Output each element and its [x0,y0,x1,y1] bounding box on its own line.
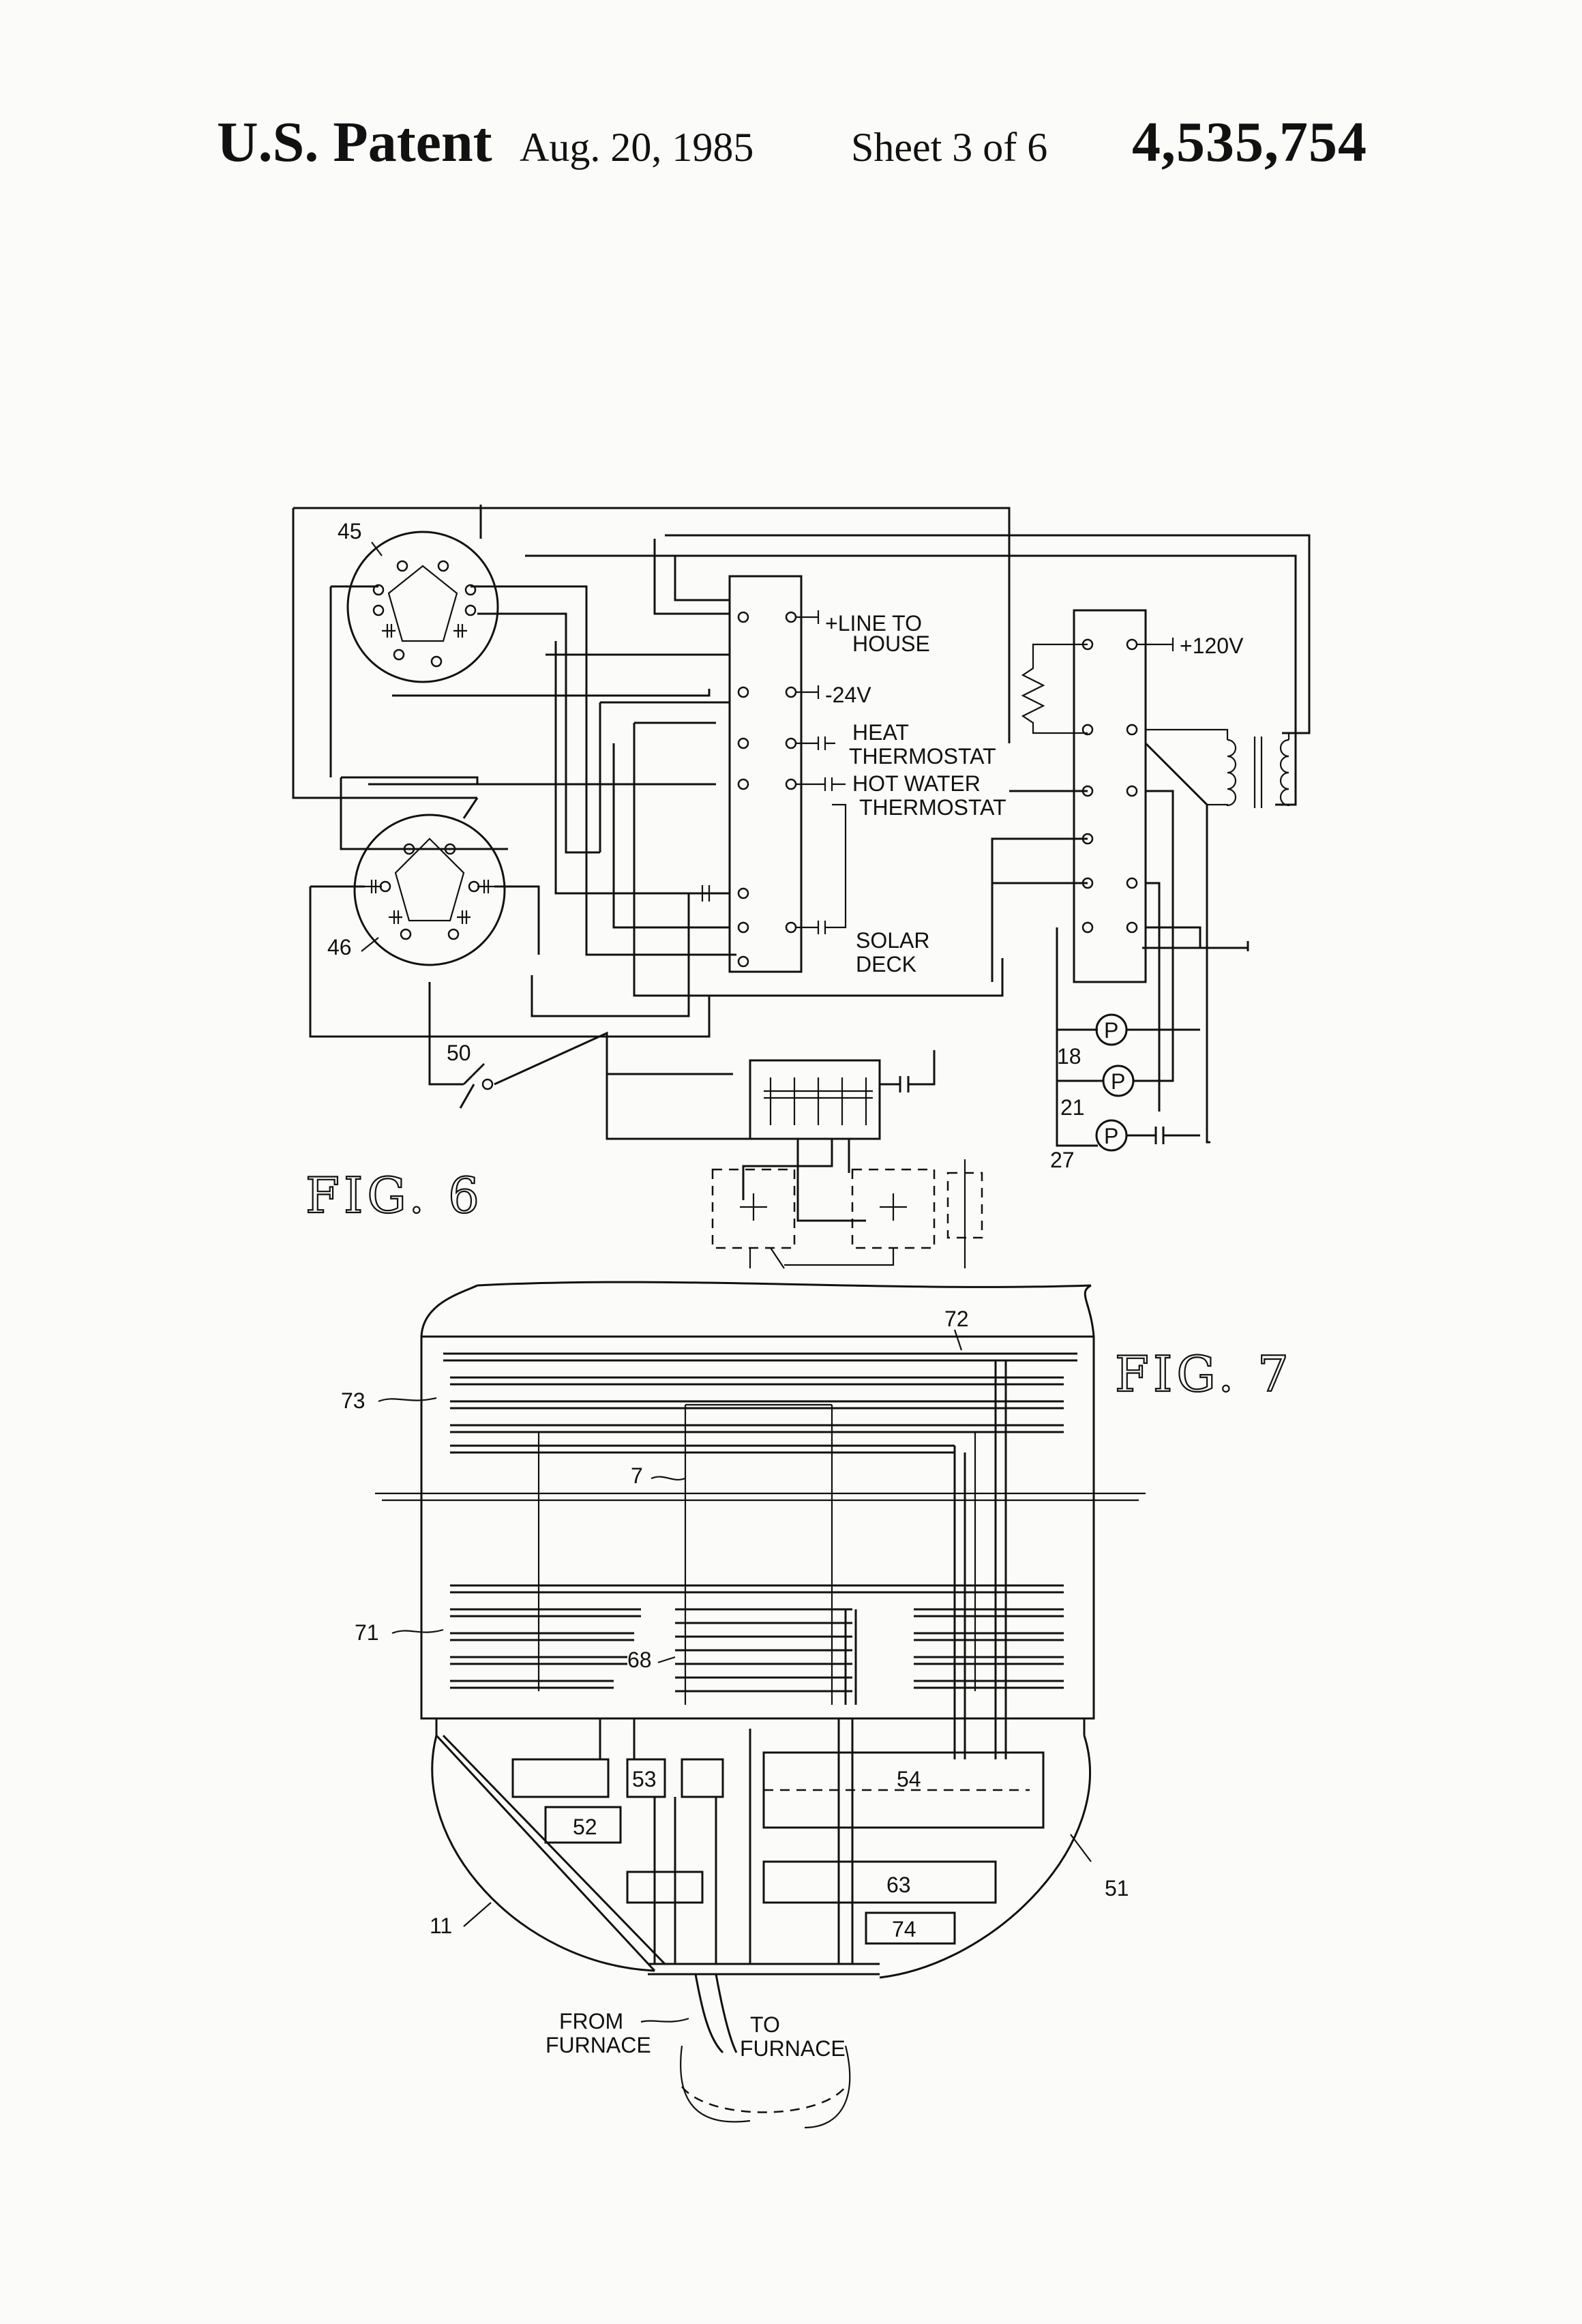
ref-74: 74 [892,1917,916,1941]
component-63 [764,1862,996,1903]
fig6-title: FIG. 6 [305,1167,483,1224]
ref-50: 50 [447,1041,471,1065]
label-24v: -24V [825,683,871,707]
ref-51: 51 [1105,1876,1129,1901]
ref-18: 18 [1057,1044,1081,1069]
label-to-furnace-2: FURNACE [740,2036,846,2061]
ref-46: 46 [327,935,352,959]
pump-18: P 18 [1057,1015,1200,1069]
ref-11: 11 [430,1913,452,1938]
ref-21: 21 [1060,1095,1085,1120]
ref-71: 71 [355,1620,379,1645]
relay-bank [750,1060,880,1139]
ref-45: 45 [338,519,362,543]
ref-7: 7 [631,1463,643,1488]
svg-text:P: P [1111,1069,1125,1094]
terminal-board-main [730,576,801,972]
label-line-to-house-2: HOUSE [852,631,930,656]
relay-46 [355,815,505,965]
fig7-title: FIG. 7 [1115,1345,1293,1403]
label-heat-1: HEAT [852,720,909,745]
label-hot-water-2: THERMOSTAT [859,795,1006,820]
fig7-tank: 52 53 54 63 74 72 73 7 71 68 51 11 FROM [341,1282,1293,2128]
coil-68 [675,1609,856,1705]
component-block-a [513,1759,608,1797]
ref-52: 52 [573,1815,597,1839]
label-hot-water-1: HOT WATER [852,771,981,796]
label-heat-2: THERMOSTAT [849,744,996,769]
ref-63: 63 [886,1873,911,1897]
label-deck: DECK [856,952,916,977]
relay-45 [348,532,498,682]
label-to-furnace-1: TO [750,2012,780,2037]
ref-73: 73 [341,1388,365,1413]
label-solar: SOLAR [856,928,929,953]
switch-50: 50 [430,982,750,1139]
pump-21: P 21 [1057,1066,1173,1120]
svg-text:P: P [1104,1124,1118,1148]
fig6-schematic: +LINE TO HOUSE -24V HEAT THERMOSTAT HOT … [293,505,1309,1268]
svg-text:P: P [1104,1018,1118,1043]
ref-54: 54 [897,1767,921,1791]
label-from-furnace-2: FURNACE [546,2033,651,2057]
label-120v: +120V [1180,634,1244,658]
ref-53: 53 [632,1767,657,1791]
ref-72: 72 [944,1307,969,1331]
ref-27: 27 [1050,1148,1075,1172]
ref-68: 68 [627,1648,652,1672]
label-from-furnace-1: FROM [559,2009,623,2034]
